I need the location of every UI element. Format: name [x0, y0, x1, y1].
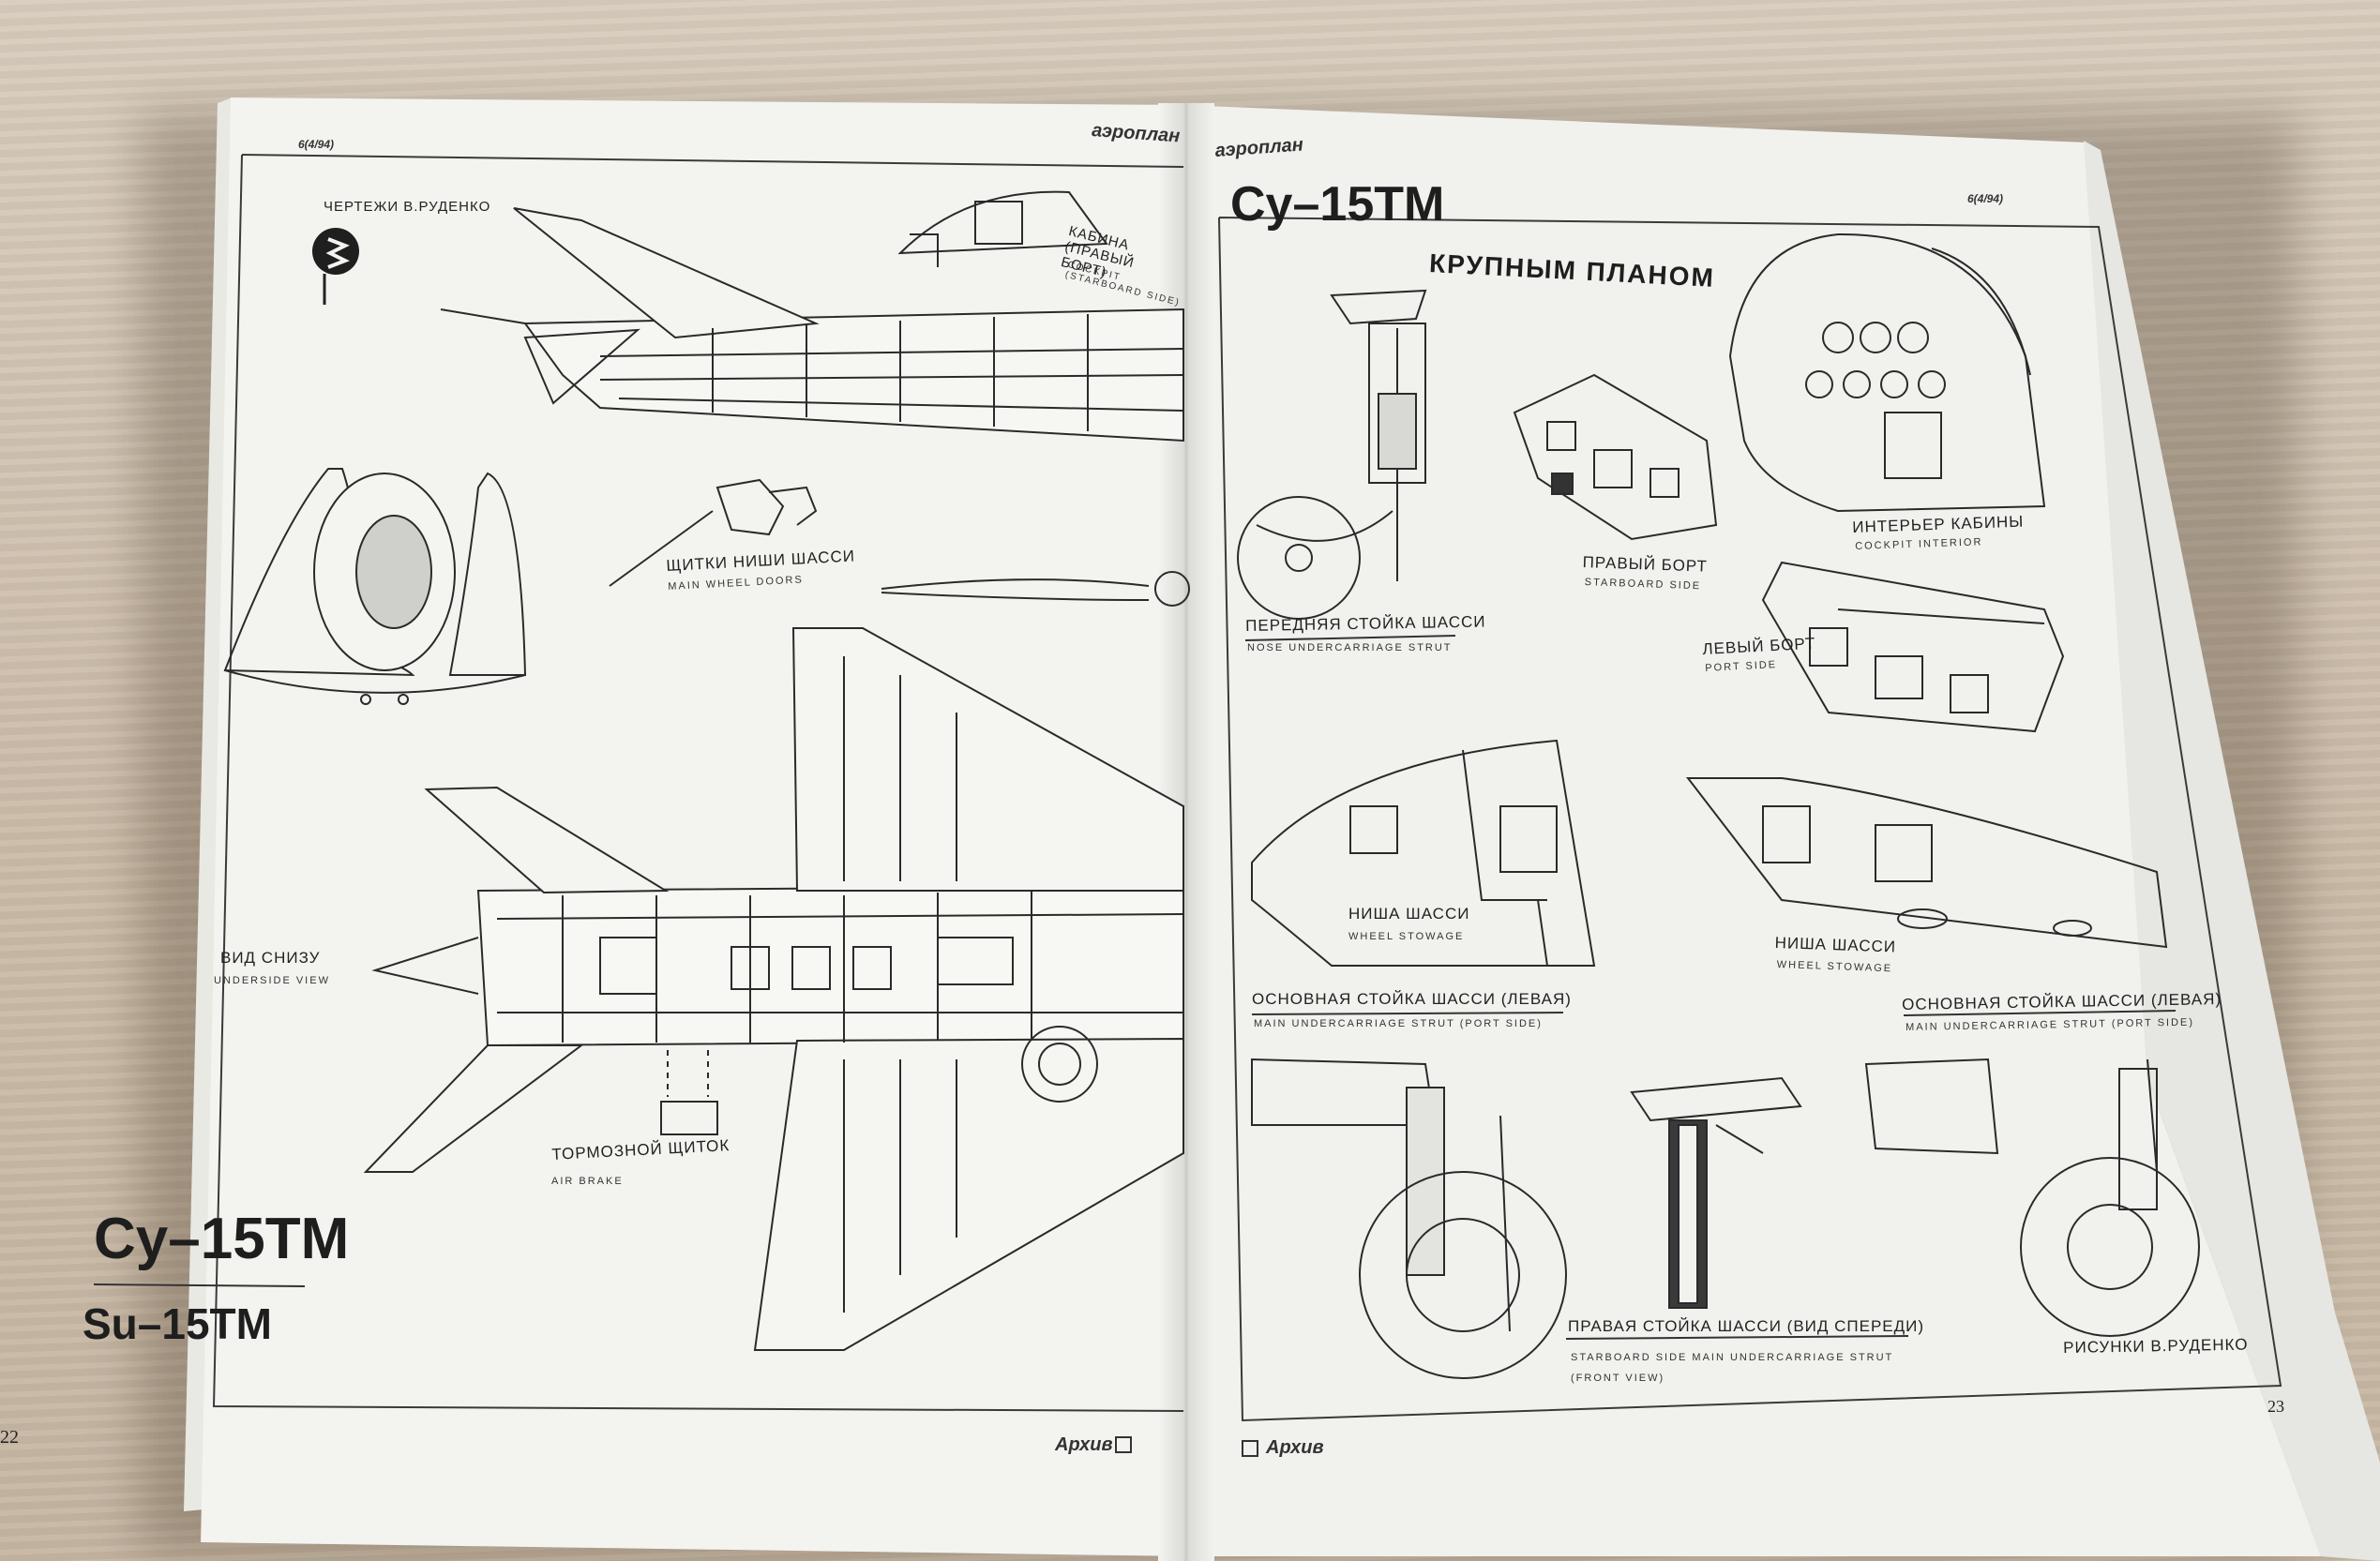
wheel-doors-drawing	[609, 478, 818, 587]
emblem-logo	[312, 228, 359, 305]
left-frame-top	[241, 154, 1184, 168]
brake-label-en: AIR BRAKE	[551, 1176, 624, 1187]
right-footer-box	[1242, 1440, 1258, 1457]
wheel-stowage-right-drawing	[1685, 777, 2168, 949]
main-strut-port-drawing	[1251, 1058, 1567, 1379]
nose-strut-label-en: NOSE UNDERCARRIAGE STRUT	[1247, 642, 1453, 653]
underside-plan-drawing	[363, 627, 1184, 1351]
cockpit-drawing	[897, 190, 1108, 267]
port-side-drawing	[1761, 561, 2065, 733]
starboard-side-drawing	[1513, 373, 1718, 541]
underside-label: ВИД СНИЗУ	[220, 949, 321, 967]
label-underlines	[1244, 635, 2177, 1340]
right-frame	[1218, 217, 2282, 1422]
right-title: Су–15ТМ	[1230, 177, 1445, 232]
main-strut-left-label-en: MAIN UNDERCARRIAGE STRUT (PORT SIDE)	[1254, 1018, 1543, 1029]
left-footer-section: Архив	[1055, 1434, 1113, 1455]
fuselage-side-drawing	[440, 207, 1184, 443]
left-title-ru: Су–15ТМ	[94, 1207, 350, 1271]
stowage-left-label: НИША ШАССИ	[1348, 905, 1470, 923]
right-page	[1183, 105, 2321, 1556]
front-view-strut-drawing	[1630, 1076, 1802, 1309]
underside-label-en: UNDERSIDE VIEW	[214, 975, 330, 986]
left-page-number: 22	[0, 1427, 19, 1448]
left-page-edges	[184, 98, 233, 1511]
right-footer-section: Архив	[1266, 1437, 1324, 1458]
main-strut-starboard-drawing	[1864, 1058, 2200, 1337]
cockpit-interior-drawing	[1728, 233, 2046, 513]
right-credit: РИСУНКИ В.РУДЕНКО	[2063, 1335, 2249, 1357]
title-rule	[93, 1283, 306, 1287]
wing-strip-drawing	[881, 571, 1190, 607]
main-strut-left-label: ОСНОВНАЯ СТОЙКА ШАССИ (ЛЕВАЯ)	[1252, 990, 1572, 1008]
left-credit: ЧЕРТЕЖИ В.РУДЕНКО	[324, 199, 491, 215]
nose-strut-drawing	[1237, 289, 1427, 620]
left-frame	[212, 154, 1184, 1412]
stowage-left-label-en: WHEEL STOWAGE	[1348, 931, 1465, 942]
front-strut-label: ПРАВАЯ СТОЙКА ШАССИ (ВИД СПЕРЕДИ)	[1568, 1317, 1925, 1335]
wheel-stowage-left-drawing	[1251, 739, 1596, 967]
left-title-en: Su–15TM	[83, 1299, 272, 1348]
front-strut-label-en: STARBOARD SIDE MAIN UNDERCARRIAGE STRUT …	[1571, 1352, 1894, 1384]
right-header-mark: 6(4/94)	[1967, 192, 2004, 205]
front-view-drawing	[223, 468, 527, 705]
left-header-mark: 6(4/94)	[298, 138, 335, 151]
right-page-edges	[2084, 141, 2380, 1561]
right-page-number: 23	[2267, 1397, 2284, 1416]
left-footer-box	[1115, 1436, 1132, 1453]
